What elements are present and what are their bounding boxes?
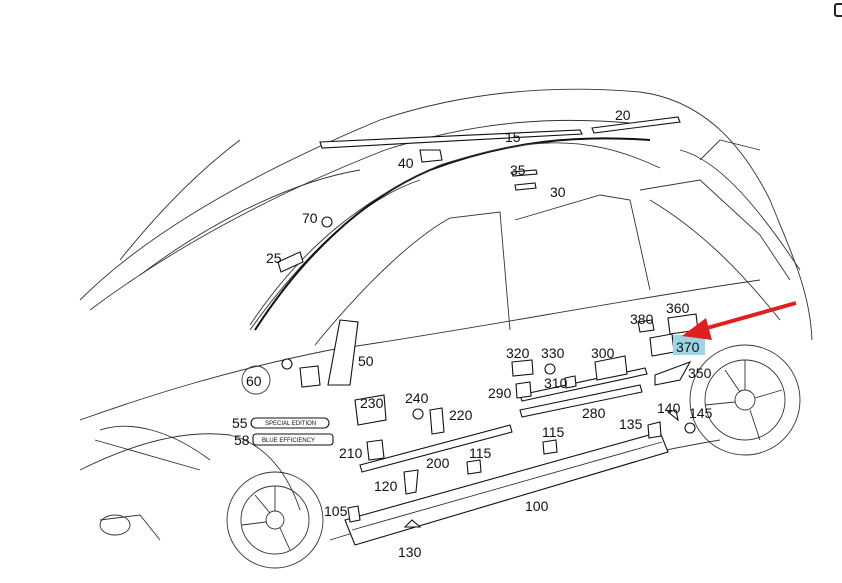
label-200: 200 xyxy=(426,455,450,471)
label-350: 350 xyxy=(688,365,712,381)
badge-blue-efficiency xyxy=(252,433,334,446)
label-15: 15 xyxy=(505,129,521,145)
side-skirt-100 xyxy=(344,431,669,546)
label-380: 380 xyxy=(630,311,654,327)
label-55: 55 xyxy=(232,415,248,431)
label-320: 320 xyxy=(506,345,530,361)
badge-blue-efficiency-text: BLUE EFFICIENCY xyxy=(262,438,315,444)
door-molding-200 xyxy=(359,424,513,473)
clip-40 xyxy=(419,149,443,163)
part-labels: 20 15 40 35 30 70 25 50 60 55 58 230 240… xyxy=(232,107,713,560)
label-310: 310 xyxy=(544,375,568,391)
label-25: 25 xyxy=(266,250,282,266)
roof-rail-15 xyxy=(319,129,583,149)
label-60: 60 xyxy=(246,373,262,389)
label-30: 30 xyxy=(550,184,566,200)
clip-25 xyxy=(277,251,304,273)
label-370: 370 xyxy=(676,339,700,355)
trim-parts xyxy=(241,116,699,546)
label-115a: 115 xyxy=(469,445,492,461)
label-240: 240 xyxy=(405,390,429,406)
label-115b: 115 xyxy=(542,424,565,440)
door-molding-280 xyxy=(519,384,643,418)
corner-icon[interactable] xyxy=(834,3,842,17)
label-140: 140 xyxy=(657,400,681,416)
badge-special-edition xyxy=(250,417,330,429)
label-330: 330 xyxy=(541,345,565,361)
roof-rail-20 xyxy=(591,116,681,134)
trim-50 xyxy=(327,319,359,386)
label-105: 105 xyxy=(324,503,348,519)
label-50: 50 xyxy=(358,353,374,369)
label-20: 20 xyxy=(615,107,631,123)
label-100: 100 xyxy=(525,498,549,514)
label-290: 290 xyxy=(488,385,512,401)
trim-350 xyxy=(654,360,692,386)
label-145: 145 xyxy=(689,405,713,421)
label-135: 135 xyxy=(619,416,643,432)
label-360: 360 xyxy=(666,300,690,316)
highlight-370 xyxy=(673,335,705,355)
roof-molding-30 xyxy=(254,137,651,331)
label-220: 220 xyxy=(449,407,473,423)
label-130: 130 xyxy=(398,544,422,560)
label-230: 230 xyxy=(360,395,384,411)
label-120: 120 xyxy=(374,478,398,494)
label-58: 58 xyxy=(234,432,250,448)
red-arrow-pointer xyxy=(682,301,797,340)
label-210: 210 xyxy=(339,445,363,461)
label-40: 40 xyxy=(398,155,414,171)
badge-special-edition-text: SPECIAL EDITION xyxy=(265,421,316,427)
label-70: 70 xyxy=(302,210,318,226)
label-280: 280 xyxy=(582,405,606,421)
label-35: 35 xyxy=(510,162,526,178)
label-300: 300 xyxy=(591,345,615,361)
